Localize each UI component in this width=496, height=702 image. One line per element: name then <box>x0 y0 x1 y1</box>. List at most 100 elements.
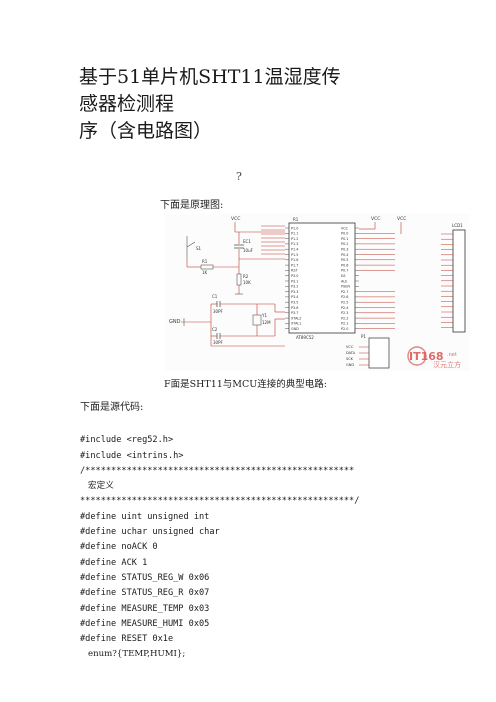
r1-value: 1K <box>202 270 208 275</box>
mcu-left-pin-label: P3.2 <box>291 285 298 289</box>
mcu-right-pin-label: P2.5 <box>341 301 348 305</box>
c1-label: C1 <box>212 294 218 299</box>
mcu-right-pin-label: P2.0 <box>341 327 348 331</box>
r2-value: 10K <box>243 280 251 285</box>
code-line: #define uint unsigned int <box>80 511 210 522</box>
code-line: #define STATUS_REG_W 0x06 <box>80 572 210 583</box>
code-line: #define MEASURE_TEMP 0x03 <box>80 603 210 614</box>
mcu-left-pin-label: P3.6 <box>291 306 298 310</box>
mcu-right-pin-label: P2.4 <box>341 306 348 310</box>
left-probe: GND <box>169 318 211 326</box>
mcu-right-pin-label: P0.1 <box>341 237 348 241</box>
mcu-left-pin-label: P1.6 <box>291 258 298 262</box>
mcu-right-pin-label: P2.6 <box>341 295 348 299</box>
mcu-left-pin-label: P3.4 <box>291 295 298 299</box>
question-mark: ? <box>236 170 242 183</box>
mcu-right-pin-label: P2.1 <box>341 322 348 326</box>
mcu-left-pin-label: P1.2 <box>291 237 298 241</box>
code-line: #define RESET 0x1e <box>80 634 174 645</box>
code-line: #define MEASURE_HUMI 0x05 <box>80 618 210 629</box>
mcu-left-pin-label: P1.3 <box>291 242 298 246</box>
code-line: #include <intrins.h> <box>80 450 184 461</box>
resistor-r1: R1 1K <box>200 259 214 275</box>
sensor-pin-gnd: GND <box>346 363 354 367</box>
code-line: #include <reg52.h> <box>80 435 174 446</box>
switch-label: S1 <box>196 246 202 251</box>
schematic-caption: 下面是原理图: <box>160 200 224 211</box>
mcu-left-pin-label: P1.7 <box>291 263 298 267</box>
mcu-left-pin-label: XTAL1 <box>291 322 301 326</box>
lcd-connector: VCC LCD1 <box>397 216 466 333</box>
right-bus-wires <box>359 233 395 329</box>
figure-caption: F面是SHT11与MCU连接的典型电路: <box>164 379 328 390</box>
left-probe-label: GND <box>169 319 181 325</box>
code-line: #define STATUS_REG_R 0x07 <box>80 588 210 599</box>
mcu-right-pin-label: P0.7 <box>341 269 348 273</box>
mcu-right-pin-label: P0.2 <box>341 242 348 246</box>
sensor-label: P1 <box>361 334 366 339</box>
mcu-right-pin-label: P0.4 <box>341 253 348 257</box>
title-line-3: 序（含电路图） <box>79 120 213 142</box>
mcu-right-pin-label: P0.0 <box>341 232 348 236</box>
mcu-right-pin-label: PSEN <box>341 285 350 289</box>
code-line: #define uchar unsigned char <box>80 527 220 538</box>
mcu-chip: R1 P1.0P1.1P1.2P1.3P1.4P1.5P1.6P1.7RSTP3… <box>285 217 359 340</box>
crystal-label: Y1 <box>261 313 267 318</box>
it168-watermark: IT168 .net 汉元立方 <box>407 346 461 369</box>
r2-label: R2 <box>243 274 249 279</box>
source-label: 下面是源代码: <box>80 402 144 413</box>
mcu-right-pin-label: P2.7 <box>341 290 348 294</box>
code-line: #define ACK 1 <box>80 557 148 568</box>
title-line-2: 感器检测程 <box>79 93 175 115</box>
code-line: 宏定义 <box>88 481 114 492</box>
sht11-sensor: P1 VCC DATA SCK GND <box>346 334 390 369</box>
circuit-schematic: GND VCC S1 R1 1K EC1 10uF R2 10K <box>165 214 470 371</box>
mcu-left-pin-label: P3.5 <box>291 301 298 305</box>
watermark-brand: IT168 <box>409 350 444 363</box>
c2-value: 30PF <box>213 340 224 345</box>
mcu-right-pin-label: VCC <box>341 226 349 230</box>
mcu-model: AT89C52 <box>296 335 314 340</box>
title-line-1: 基于51单片机SHT11温湿度传 <box>79 66 341 88</box>
ec1-label: EC1 <box>243 239 251 244</box>
document-title: 基于51单片机SHT11温湿度传 感器检测程 序（含电路图） <box>79 64 409 145</box>
code-line: #define noACK 0 <box>80 542 158 553</box>
mcu-left-pin-label: P3.1 <box>291 279 298 283</box>
mcu-left-pin-label: P1.1 <box>291 232 298 236</box>
mcu-left-pin-label: P1.4 <box>291 248 298 252</box>
code-block: #include <reg52.h> #include <intrins.h> /*… <box>80 418 460 678</box>
vcc-label-mid: VCC <box>371 216 380 222</box>
mcu-left-pin-label: RST <box>291 269 299 273</box>
vcc-label-left: VCC <box>231 216 240 222</box>
mcu-left-pin-label: P3.0 <box>291 274 298 278</box>
mcu-right-pin-label: P2.2 <box>341 316 348 320</box>
sensor-pin-sck: SCK <box>346 357 354 361</box>
reset-switch: S1 <box>186 236 202 259</box>
mcu-right-pin-label: P2.3 <box>341 311 348 315</box>
mcu-right-pin-label: P0.3 <box>341 248 348 252</box>
vcc-label-right: VCC <box>397 216 406 222</box>
mcu-left-pins: P1.0P1.1P1.2P1.3P1.4P1.5P1.6P1.7RSTP3.0P… <box>285 226 301 331</box>
mcu-designator: R1 <box>293 217 299 222</box>
mcu-left-pin-label: P3.3 <box>291 290 298 294</box>
mcu-right-pin-label: P0.5 <box>341 258 348 262</box>
watermark-suffix: .net <box>447 352 457 358</box>
code-line: ****************************************… <box>80 496 360 507</box>
resistor-r2: R2 10K <box>235 273 251 295</box>
r1-label: R1 <box>202 259 208 264</box>
mcu-left-pin-label: P3.7 <box>291 311 298 315</box>
mcu-left-pin-label: XTAL2 <box>291 316 301 320</box>
mcu-left-pin-label: GND <box>291 327 299 331</box>
left-bus-wires <box>261 225 285 255</box>
crystal-value: 12M <box>262 320 271 325</box>
code-line: /***************************************… <box>80 465 355 476</box>
mcu-right-pins: VCCP0.0P0.1P0.2P0.3P0.4P0.5P0.6P0.7EAALE… <box>341 226 359 331</box>
crystal-oscillator: C1 30PF C2 30PF Y1 12M <box>210 294 285 346</box>
lcd-pins <box>441 233 453 328</box>
c2-label: C2 <box>212 327 218 332</box>
sensor-pin-vcc: VCC <box>346 345 354 349</box>
c1-value: 30PF <box>213 309 224 314</box>
capacitor-ec1: EC1 10uF <box>234 232 254 274</box>
mcu-right-pin-label: P0.6 <box>341 263 348 267</box>
mcu-left-pin-label: P1.0 <box>291 226 298 230</box>
